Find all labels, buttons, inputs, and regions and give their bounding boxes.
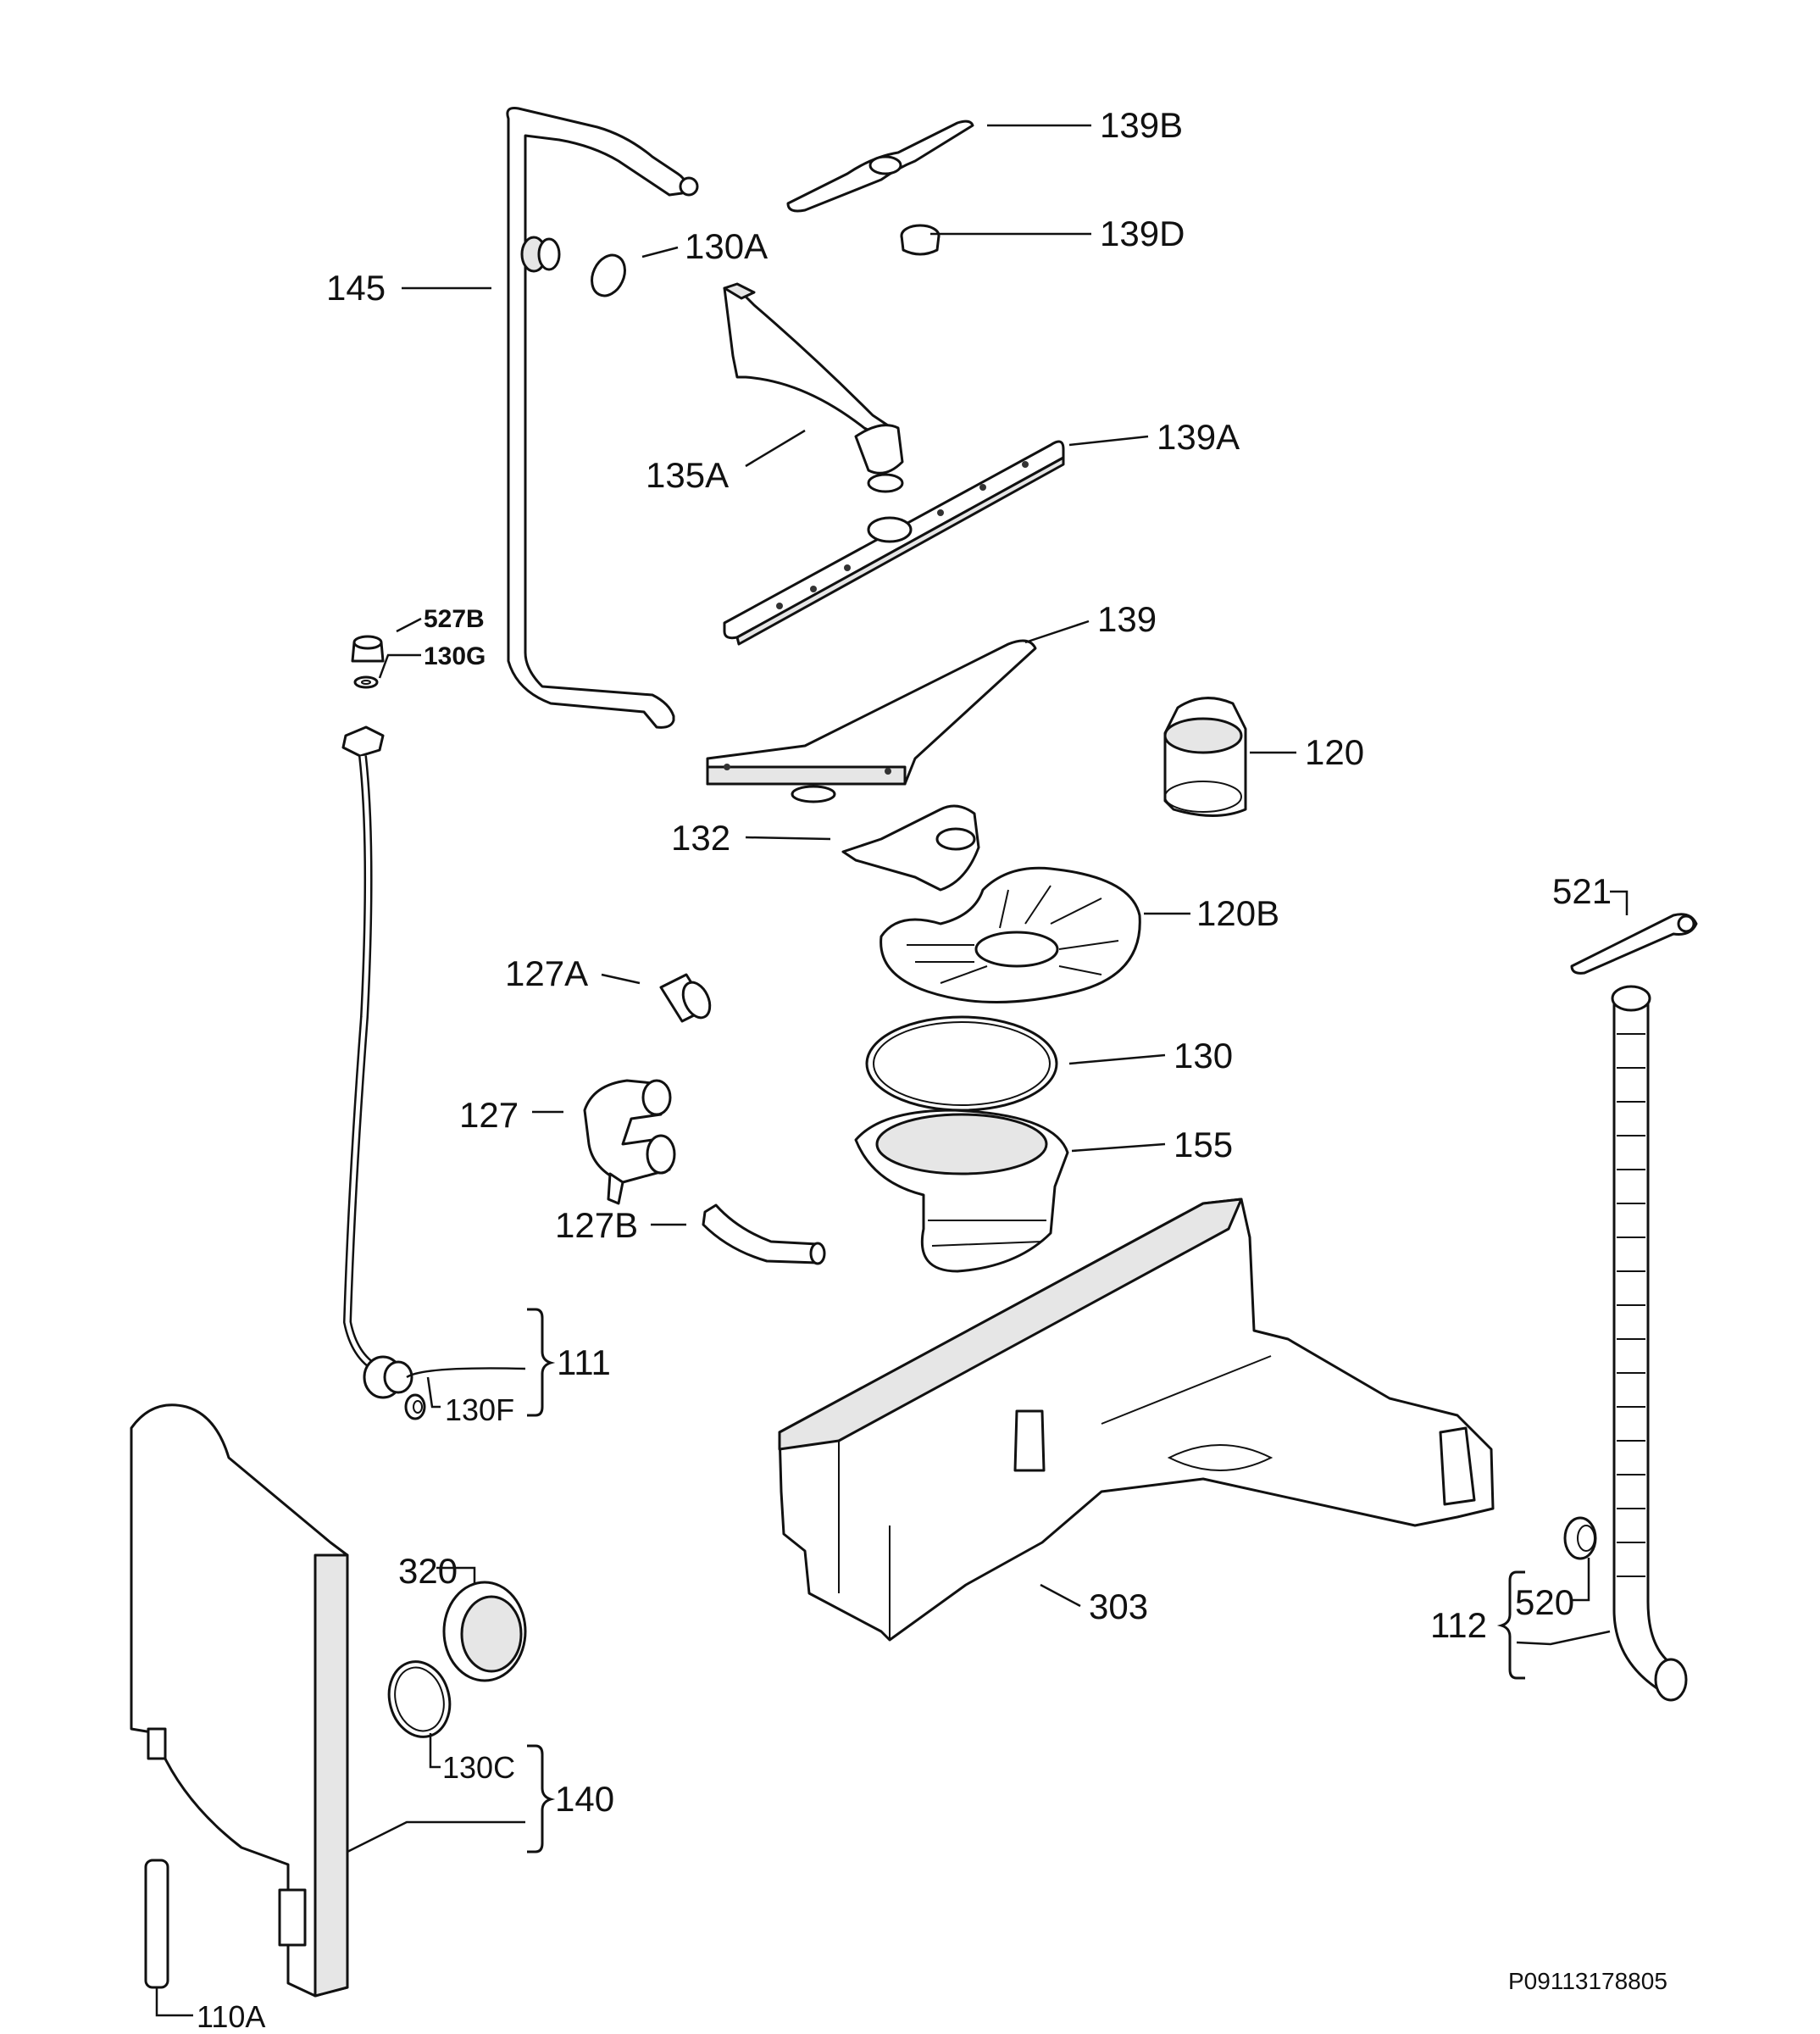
label-110A: 110A	[197, 1999, 265, 2034]
part-130A-o-ring	[591, 253, 626, 297]
label-140: 140	[555, 1779, 614, 1819]
label-132: 132	[671, 818, 730, 858]
leader-lines	[155, 124, 1629, 2017]
label-135A: 135A	[646, 455, 729, 495]
part-130C-o-ring	[387, 1660, 452, 1738]
label-139B: 139B	[1100, 105, 1183, 145]
label-139A: 139A	[1157, 417, 1240, 457]
part-521-clip	[1570, 913, 1698, 975]
label-130C: 130C	[442, 1750, 515, 1785]
part-139A-upper-spray-arm	[723, 440, 1065, 646]
label-145: 145	[326, 268, 386, 308]
label-139D: 139D	[1100, 214, 1185, 253]
part-527B-nut	[351, 635, 385, 663]
label-155: 155	[1174, 1125, 1233, 1164]
part-520-holder	[1563, 1516, 1597, 1560]
label-521: 521	[1552, 871, 1612, 911]
part-127A-sleeve	[659, 973, 712, 1023]
part-145-spray-pipe	[506, 107, 699, 729]
part-111-feed-hose	[341, 725, 413, 1399]
part-139-lower-spray-arm	[706, 639, 1037, 803]
label-527B: 527B	[424, 605, 485, 633]
part-127-connector	[583, 1079, 676, 1205]
part-127B-hose	[702, 1203, 826, 1265]
part-120-filter	[1163, 697, 1247, 817]
part-155-sump	[854, 1109, 1069, 1273]
label-120: 120	[1305, 732, 1364, 772]
label-130F: 130F	[445, 1392, 514, 1427]
part-132-bracket	[841, 804, 980, 892]
part-130F-seal	[404, 1393, 426, 1420]
part-303-base-tray	[778, 1198, 1495, 1642]
part-130G-washer	[353, 675, 379, 689]
part-140-side-duct	[130, 1403, 349, 1998]
label-130: 130	[1174, 1036, 1233, 1075]
label-127A: 127A	[505, 953, 588, 993]
label-130A: 130A	[685, 226, 768, 266]
label-111: 111	[557, 1342, 611, 1382]
part-120B-filter-plate	[879, 866, 1141, 1003]
label-127: 127	[459, 1095, 519, 1135]
label-139: 139	[1097, 599, 1157, 639]
label-320: 320	[398, 1551, 458, 1591]
part-130-seal-ring	[865, 1015, 1058, 1112]
label-303: 303	[1089, 1587, 1148, 1626]
bracket-braces	[527, 1308, 1525, 1853]
part-139D-nozzle	[900, 224, 941, 256]
part-112-drain-hose	[1611, 985, 1688, 1702]
label-127B: 127B	[555, 1205, 638, 1245]
drawing-code: P09113178805	[1508, 1968, 1667, 1994]
label-112: 112	[1430, 1605, 1487, 1645]
label-130G: 130G	[424, 642, 486, 670]
part-135A-arm-support	[723, 282, 904, 493]
label-120B: 120B	[1196, 893, 1279, 933]
part-110A-rod	[144, 1859, 169, 1989]
label-520: 520	[1515, 1582, 1574, 1622]
part-320-large-seal	[442, 1581, 527, 1682]
part-139B-top-spray-arm	[786, 119, 974, 213]
